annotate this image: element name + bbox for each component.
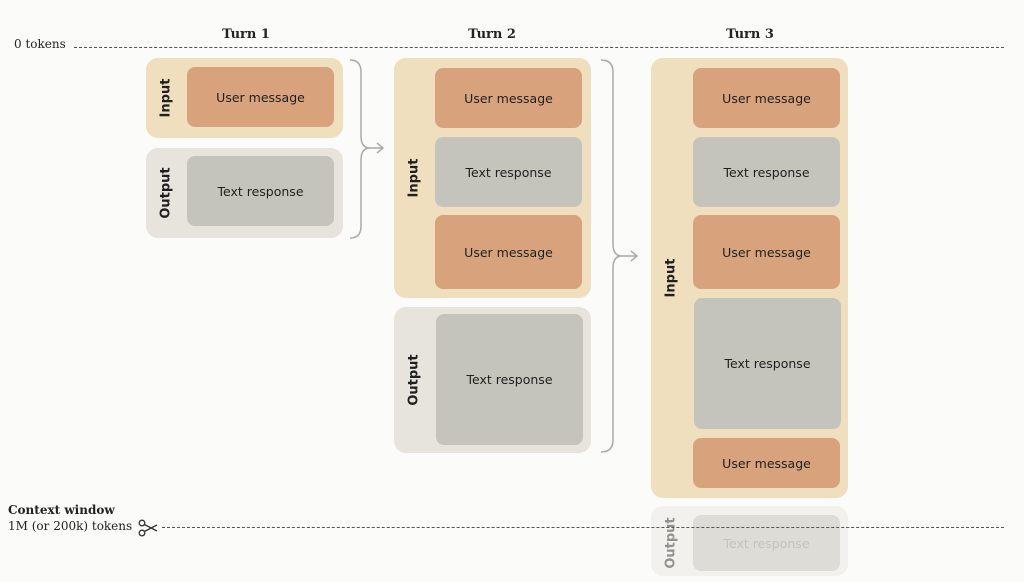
- context-window-title: Context window: [8, 503, 115, 517]
- turn-3-output-group: [651, 506, 848, 576]
- context-window-line: [162, 527, 1004, 528]
- turn-3-user-message-2: User message: [693, 215, 840, 289]
- turn-1-user-message: User message: [187, 67, 334, 127]
- turn-2-text-response-1: Text response: [435, 137, 582, 207]
- turn-3-text-response-2: Text response: [694, 298, 841, 429]
- turn-2-label: Turn 2: [468, 27, 516, 42]
- turn-1-label: Turn 1: [222, 27, 270, 42]
- zero-tokens-line: [74, 47, 1004, 48]
- turn-2-text-response-2: Text response: [436, 314, 583, 445]
- turn-3-user-message-1: User message: [693, 68, 840, 128]
- turn-2-user-message-2: User message: [435, 215, 582, 289]
- turn-1-text-response: Text response: [187, 156, 334, 226]
- turn-2-bracket: [600, 59, 623, 453]
- context-window-subtitle: 1M (or 200k) tokens: [8, 519, 133, 533]
- zero-tokens-label: 0 tokens: [14, 37, 66, 51]
- scissors-icon: [138, 519, 158, 537]
- turn-3-label: Turn 3: [726, 27, 774, 42]
- turn-1-bracket: [349, 59, 371, 239]
- turn-3-text-response-3: Text response: [693, 515, 840, 571]
- turn-2-user-message-1: User message: [435, 68, 582, 128]
- turn-1-arrow: [370, 142, 385, 154]
- turn-3-user-message-3: User message: [693, 438, 840, 488]
- turn-3-text-response-1: Text response: [693, 137, 840, 207]
- turn-2-arrow: [622, 250, 639, 262]
